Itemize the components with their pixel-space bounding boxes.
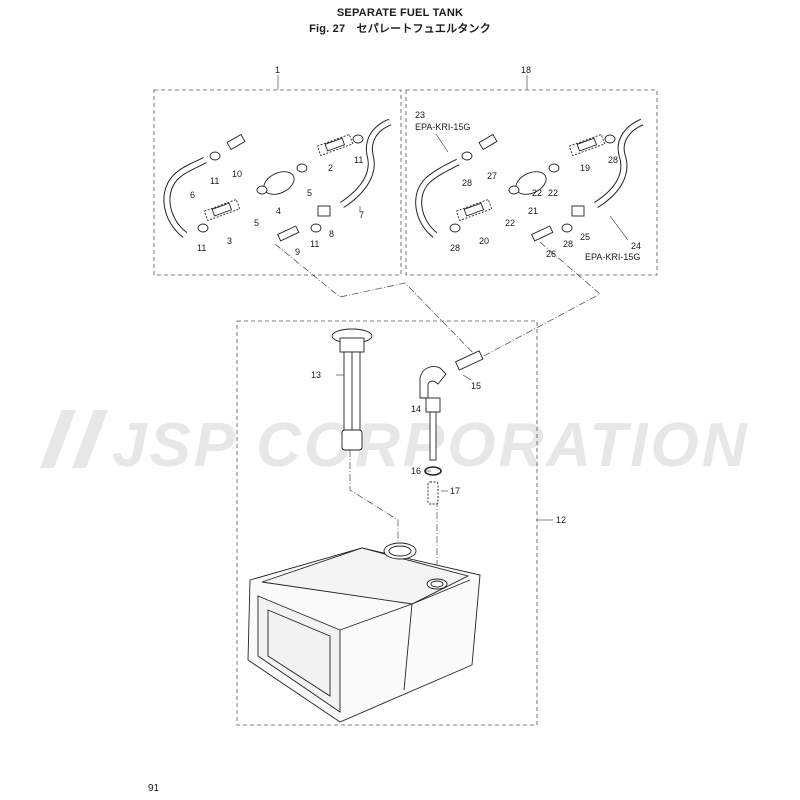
part-label-13: 13 bbox=[311, 370, 321, 380]
tank-assembly-parts bbox=[247, 328, 484, 723]
part-label-19: 19 bbox=[580, 163, 590, 173]
part-label-5b: 5 bbox=[307, 188, 312, 198]
part-label-22c: 22 bbox=[532, 188, 542, 198]
part-label-28a: 28 bbox=[462, 178, 472, 188]
epa-note-bottom: EPA-KRI-15G bbox=[585, 252, 640, 262]
part-label-3: 3 bbox=[227, 236, 232, 246]
assembly-18-parts bbox=[415, 118, 644, 242]
part-label-28b: 28 bbox=[450, 243, 460, 253]
assembly-1-parts bbox=[163, 118, 392, 242]
part-label-26: 26 bbox=[546, 249, 556, 259]
part-label-25: 25 bbox=[580, 232, 590, 242]
part-label-1: 1 bbox=[275, 65, 280, 75]
assembly-box-18 bbox=[405, 89, 658, 276]
part-label-20: 20 bbox=[479, 236, 489, 246]
part-label-4: 4 bbox=[276, 206, 281, 216]
assembly-boxes bbox=[153, 89, 658, 726]
page-title: SEPARATE FUEL TANK bbox=[336, 7, 464, 19]
part-label-12: 12 bbox=[556, 515, 566, 525]
page-number: 91 bbox=[148, 783, 160, 794]
part-label-2: 2 bbox=[328, 163, 333, 173]
part-label-22b: 22 bbox=[548, 188, 558, 198]
part-label-28d: 28 bbox=[608, 155, 618, 165]
assembly-box-1 bbox=[153, 89, 402, 276]
part-label-9: 9 bbox=[295, 247, 300, 257]
part-label-24: 24 bbox=[631, 241, 641, 251]
part-label-11b: 11 bbox=[197, 243, 206, 253]
epa-note-top: EPA-KRI-15G bbox=[415, 122, 470, 132]
part-label-18: 18 bbox=[521, 65, 531, 75]
part-label-11d: 11 bbox=[354, 155, 363, 165]
part-label-17: 17 bbox=[450, 486, 460, 496]
part-label-11c: 11 bbox=[310, 239, 319, 249]
leader-lines bbox=[277, 75, 629, 521]
part-label-16: 16 bbox=[411, 466, 421, 476]
watermark-text: JSP CORPORATION bbox=[112, 411, 750, 480]
part-label-27: 27 bbox=[487, 171, 497, 181]
watermark: JSP CORPORATION bbox=[40, 410, 750, 480]
part-label-8: 8 bbox=[329, 229, 334, 239]
part-label-21: 21 bbox=[528, 206, 538, 216]
part-label-6: 6 bbox=[190, 190, 195, 200]
part-label-15: 15 bbox=[471, 381, 481, 391]
part-label-11a: 11 bbox=[210, 176, 219, 186]
filler-opening bbox=[383, 542, 417, 560]
pickup-opening bbox=[426, 578, 448, 590]
part-label-5a: 5 bbox=[254, 218, 259, 228]
part-label-22a: 22 bbox=[505, 218, 515, 228]
part-label-7: 7 bbox=[359, 210, 364, 220]
figure-subtitle: Fig. 27 セパレートフュエルタンク bbox=[309, 23, 491, 35]
watermark-logo-icon bbox=[40, 410, 108, 468]
part-label-14: 14 bbox=[411, 404, 421, 414]
part-label-23: 23 bbox=[415, 110, 425, 120]
part-label-28c: 28 bbox=[563, 239, 573, 249]
part-labels: 1 2 3 4 5 5 6 7 8 9 10 11 11 11 11 12 13… bbox=[190, 65, 641, 525]
assembly-box-12 bbox=[236, 320, 538, 726]
part-label-10: 10 bbox=[232, 169, 242, 179]
